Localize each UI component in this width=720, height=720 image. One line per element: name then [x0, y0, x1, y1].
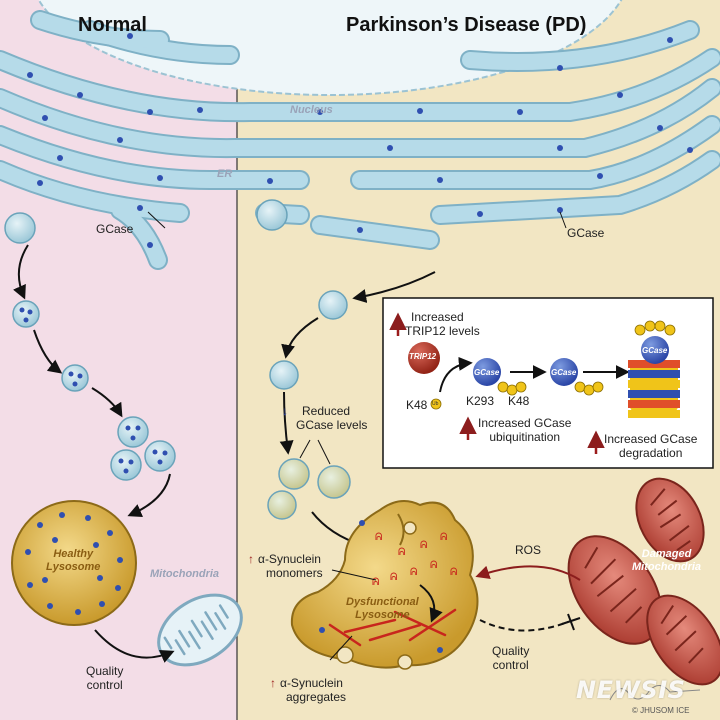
trip12-levels-label: Increased TRIP12 levels	[405, 310, 480, 338]
dysfunctional-lysosome-line2: Lysosome	[355, 609, 410, 621]
trip12-levels-line2: TRIP12 levels	[405, 324, 480, 338]
monomers-pointer	[331, 569, 377, 581]
healthy-lysosome	[11, 500, 137, 626]
synuclein-aggregates-line1: α-Synuclein	[280, 676, 343, 690]
svg-text:ᕱ: ᕱ	[372, 577, 379, 588]
reduced-gcase-line2: GCase levels	[296, 418, 368, 432]
ubiquitination-line1: Increased GCase	[478, 416, 572, 430]
dysfunctional-lysosome-line1: Dysfunctional	[346, 596, 419, 608]
svg-text:ᕱ: ᕱ	[430, 560, 437, 571]
nucleus-shape	[37, 0, 623, 96]
degradation-line1: Increased GCase	[604, 432, 698, 446]
ros-label: ROS	[515, 543, 542, 557]
synuclein-monomers-line1: α-Synuclein	[258, 552, 321, 566]
damaged-mitochondria	[567, 477, 720, 686]
gcase-label-normal: GCase	[96, 222, 134, 236]
reduced-gcase-line1: Reduced	[302, 404, 351, 418]
svg-text:ᕱ: ᕱ	[398, 547, 405, 558]
pd-title: Parkinson’s Disease (PD)	[346, 14, 587, 36]
synuclein-aggregates-line2: aggregates	[286, 690, 347, 704]
svg-text:ᕱ: ᕱ	[450, 567, 457, 578]
ubiquitination-label: Increased GCase ubiquitination	[478, 416, 571, 444]
down-arrow-icon: ↓	[282, 404, 288, 418]
quality-control-arrow-normal	[94, 629, 175, 663]
healthy-lysosome-line1: Healthy	[53, 548, 94, 560]
quality-control-normal-line1: Quality	[86, 664, 124, 678]
normal-trafficking-arrows	[13, 244, 171, 518]
degradation-line2: degradation	[619, 446, 683, 460]
er-vesicle-pd	[256, 199, 288, 231]
k48-left-label: K48	[406, 398, 428, 412]
ub-left: Ub	[432, 401, 439, 407]
quality-control-pd-line2: control	[492, 658, 529, 672]
quality-control-pd-line1: Quality	[492, 644, 530, 658]
gcase-pointer-normal	[147, 211, 166, 229]
normal-trafficking-vesicles	[12, 300, 176, 481]
proteasome	[628, 320, 680, 418]
gcase-inset-1: GCase	[474, 368, 500, 377]
degradation-label: Increased GCase degradation	[604, 432, 697, 460]
normal-title: Normal	[78, 14, 147, 36]
svg-text:ᕱ: ᕱ	[390, 572, 397, 583]
inset-artwork	[389, 312, 630, 454]
ubiquitination-line2: ubiquitination	[489, 430, 561, 444]
ros-arrow	[475, 565, 581, 581]
synuclein-monomers-line2: monomers	[266, 566, 323, 580]
trip12-levels-line1: Increased	[411, 310, 464, 324]
synuclein-monomers-label: ↑ α-Synuclein monomers	[248, 552, 323, 580]
artist-signature	[609, 685, 701, 701]
svg-text:ᕱ: ᕱ	[420, 540, 427, 551]
k48-right-label: K48	[508, 394, 530, 408]
newsis-watermark: NEWSIS	[576, 676, 686, 704]
healthy-lysosome-label: Healthy Lysosome	[46, 548, 100, 574]
dysfunctional-lysosome-label: Dysfunctional Lysosome	[346, 596, 419, 622]
er-label: ER	[217, 168, 233, 180]
quality-control-normal-line2: control	[86, 678, 123, 692]
aggregates-pointer	[329, 635, 353, 661]
svg-text:ᕱ: ᕱ	[375, 532, 382, 543]
reduced-gcase-label: ↓ Reduced GCase levels	[282, 404, 367, 432]
gcase-inset-2: GCase	[551, 368, 577, 377]
healthy-lysosome-line2: Lysosome	[46, 561, 101, 573]
pd-er-exit-arrow	[352, 271, 436, 303]
er-vesicle-normal	[4, 212, 36, 244]
inhibition-mark	[561, 613, 581, 631]
credit-line: © JHUSOM ICE	[632, 706, 690, 715]
pd-trafficking-vesicles	[267, 290, 351, 520]
k293-label: K293	[466, 394, 495, 408]
gcase-inset-3: GCase	[642, 346, 668, 355]
damaged-mito-label: Damaged Mitochondria	[632, 548, 701, 574]
er-gcase-dots	[27, 33, 693, 248]
synuclein-aggregates-label: ↑ α-Synuclein aggregates	[270, 676, 346, 704]
damaged-mito-line2: Mitochondria	[632, 561, 702, 573]
trip12-badge: TRIP12	[409, 352, 437, 361]
svg-text:ᕱ: ᕱ	[410, 567, 417, 578]
nucleus-label: Nucleus	[290, 104, 333, 116]
svg-text:ᕱ: ᕱ	[440, 532, 447, 543]
er-network	[0, 10, 720, 270]
gcase-label-pd: GCase	[567, 226, 605, 240]
mitochondria-label: Mitochondria	[150, 568, 220, 580]
gcase-pointer-pd	[559, 211, 567, 229]
up-arrow-icon: ↑	[248, 552, 254, 566]
up-arrow-icon: ↑	[270, 676, 276, 690]
quality-control-pd: Quality control	[492, 644, 529, 672]
quality-control-normal: Quality control	[86, 664, 123, 692]
quality-control-blocked-arrow	[479, 619, 569, 632]
damaged-mito-line1: Damaged	[641, 548, 692, 560]
